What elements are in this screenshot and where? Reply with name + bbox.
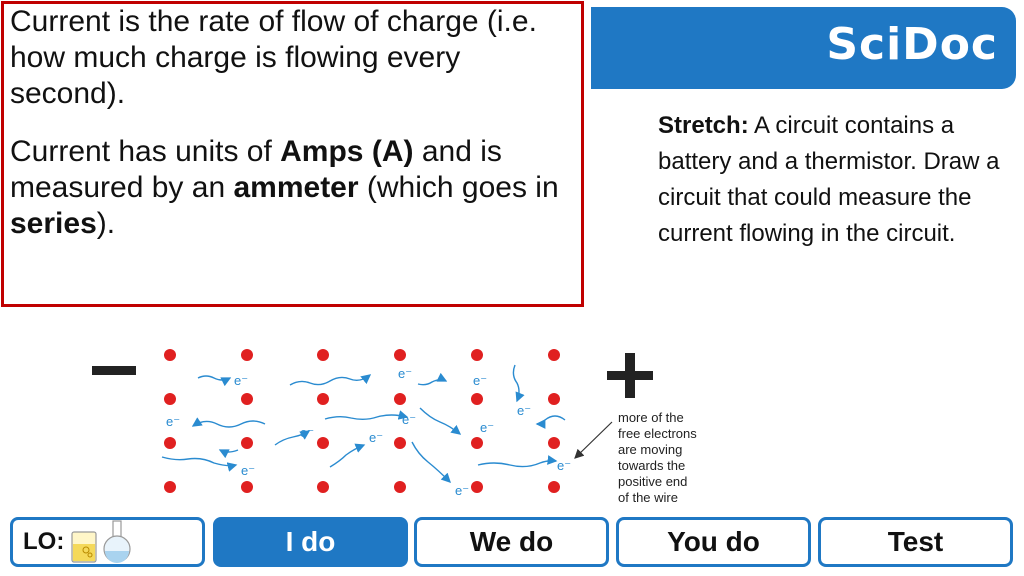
electron-label: e⁻	[402, 412, 416, 427]
annotation-line: more of the	[618, 410, 684, 425]
text-segment: (which goes in	[358, 171, 559, 204]
electron-label: e⁻	[455, 483, 469, 498]
bold-ammeter: ammeter	[233, 171, 359, 204]
electron-label: e⁻	[234, 373, 248, 388]
annotation-line: free electrons	[618, 426, 697, 441]
electron-label: e⁻	[517, 403, 531, 418]
annotation-line: positive end	[618, 474, 688, 489]
ion-lattice	[164, 349, 560, 493]
flask-icon	[103, 520, 131, 563]
nav-we-do[interactable]: We do	[414, 517, 609, 567]
electron-label: e⁻	[398, 366, 412, 381]
annotation-line: towards the	[618, 458, 686, 473]
negative-terminal-icon	[92, 366, 136, 375]
stretch-label: Stretch:	[658, 112, 749, 139]
bold-series: series	[10, 207, 97, 240]
stretch-task: Stretch: A circuit contains a battery an…	[658, 108, 1008, 252]
lab-glassware-icons	[70, 520, 134, 564]
positive-terminal-icon	[607, 353, 653, 398]
lesson-nav: LO: I do We do You do Test	[0, 515, 1024, 571]
brand-banner: SciDoc	[591, 7, 1016, 89]
nav-test[interactable]: Test	[818, 517, 1013, 567]
annotation-line: are moving	[618, 442, 683, 457]
learning-objective-box[interactable]: LO:	[10, 517, 205, 567]
stretch-text: A circuit contains a battery and a therm…	[658, 112, 1000, 247]
electron-labels: e⁻ e⁻ e⁻ e⁻ e⁻ e⁻ e⁻ e⁻ e⁻ e⁻ e⁻ e⁻	[166, 366, 571, 498]
electron-label: e⁻	[473, 373, 487, 388]
definition-text: Current is the rate of flow of charge (i…	[10, 4, 580, 242]
brand-logo: SciDoc	[826, 19, 998, 70]
nav-i-do[interactable]: I do	[213, 517, 408, 567]
definition-box: Current is the rate of flow of charge (i…	[1, 1, 584, 307]
lo-label: LO:	[23, 528, 65, 555]
paragraph-spacer	[10, 112, 580, 134]
electron-label: e⁻	[369, 430, 383, 445]
beaker-icon	[71, 531, 97, 563]
nav-you-do[interactable]: You do	[616, 517, 811, 567]
definition-line-1: Current is the rate of flow of charge (i…	[10, 5, 537, 110]
electron-flow-diagram: e⁻ e⁻ e⁻ e⁻ e⁻ e⁻ e⁻ e⁻ e⁻ e⁻ e⁻ e⁻	[92, 349, 653, 498]
definition-line-2: Current has units of Amps (A) and is mea…	[10, 134, 580, 242]
electron-label: e⁻	[166, 414, 180, 429]
annotation-pointer	[574, 421, 613, 459]
electron-label: e⁻	[480, 420, 494, 435]
electron-paths	[161, 364, 566, 483]
electron-label: e⁻	[557, 458, 571, 473]
annotation-line: of the wire	[618, 490, 678, 505]
electron-label: e⁻	[241, 463, 255, 478]
text-segment: ).	[96, 207, 116, 240]
diagram-annotation: more of the free electrons are moving to…	[618, 410, 728, 506]
bold-amps: Amps (A)	[280, 135, 414, 168]
electron-label: e⁻	[300, 425, 314, 440]
text-segment: Current has units of	[10, 135, 281, 168]
text-segment: and is measured by an	[10, 135, 502, 204]
